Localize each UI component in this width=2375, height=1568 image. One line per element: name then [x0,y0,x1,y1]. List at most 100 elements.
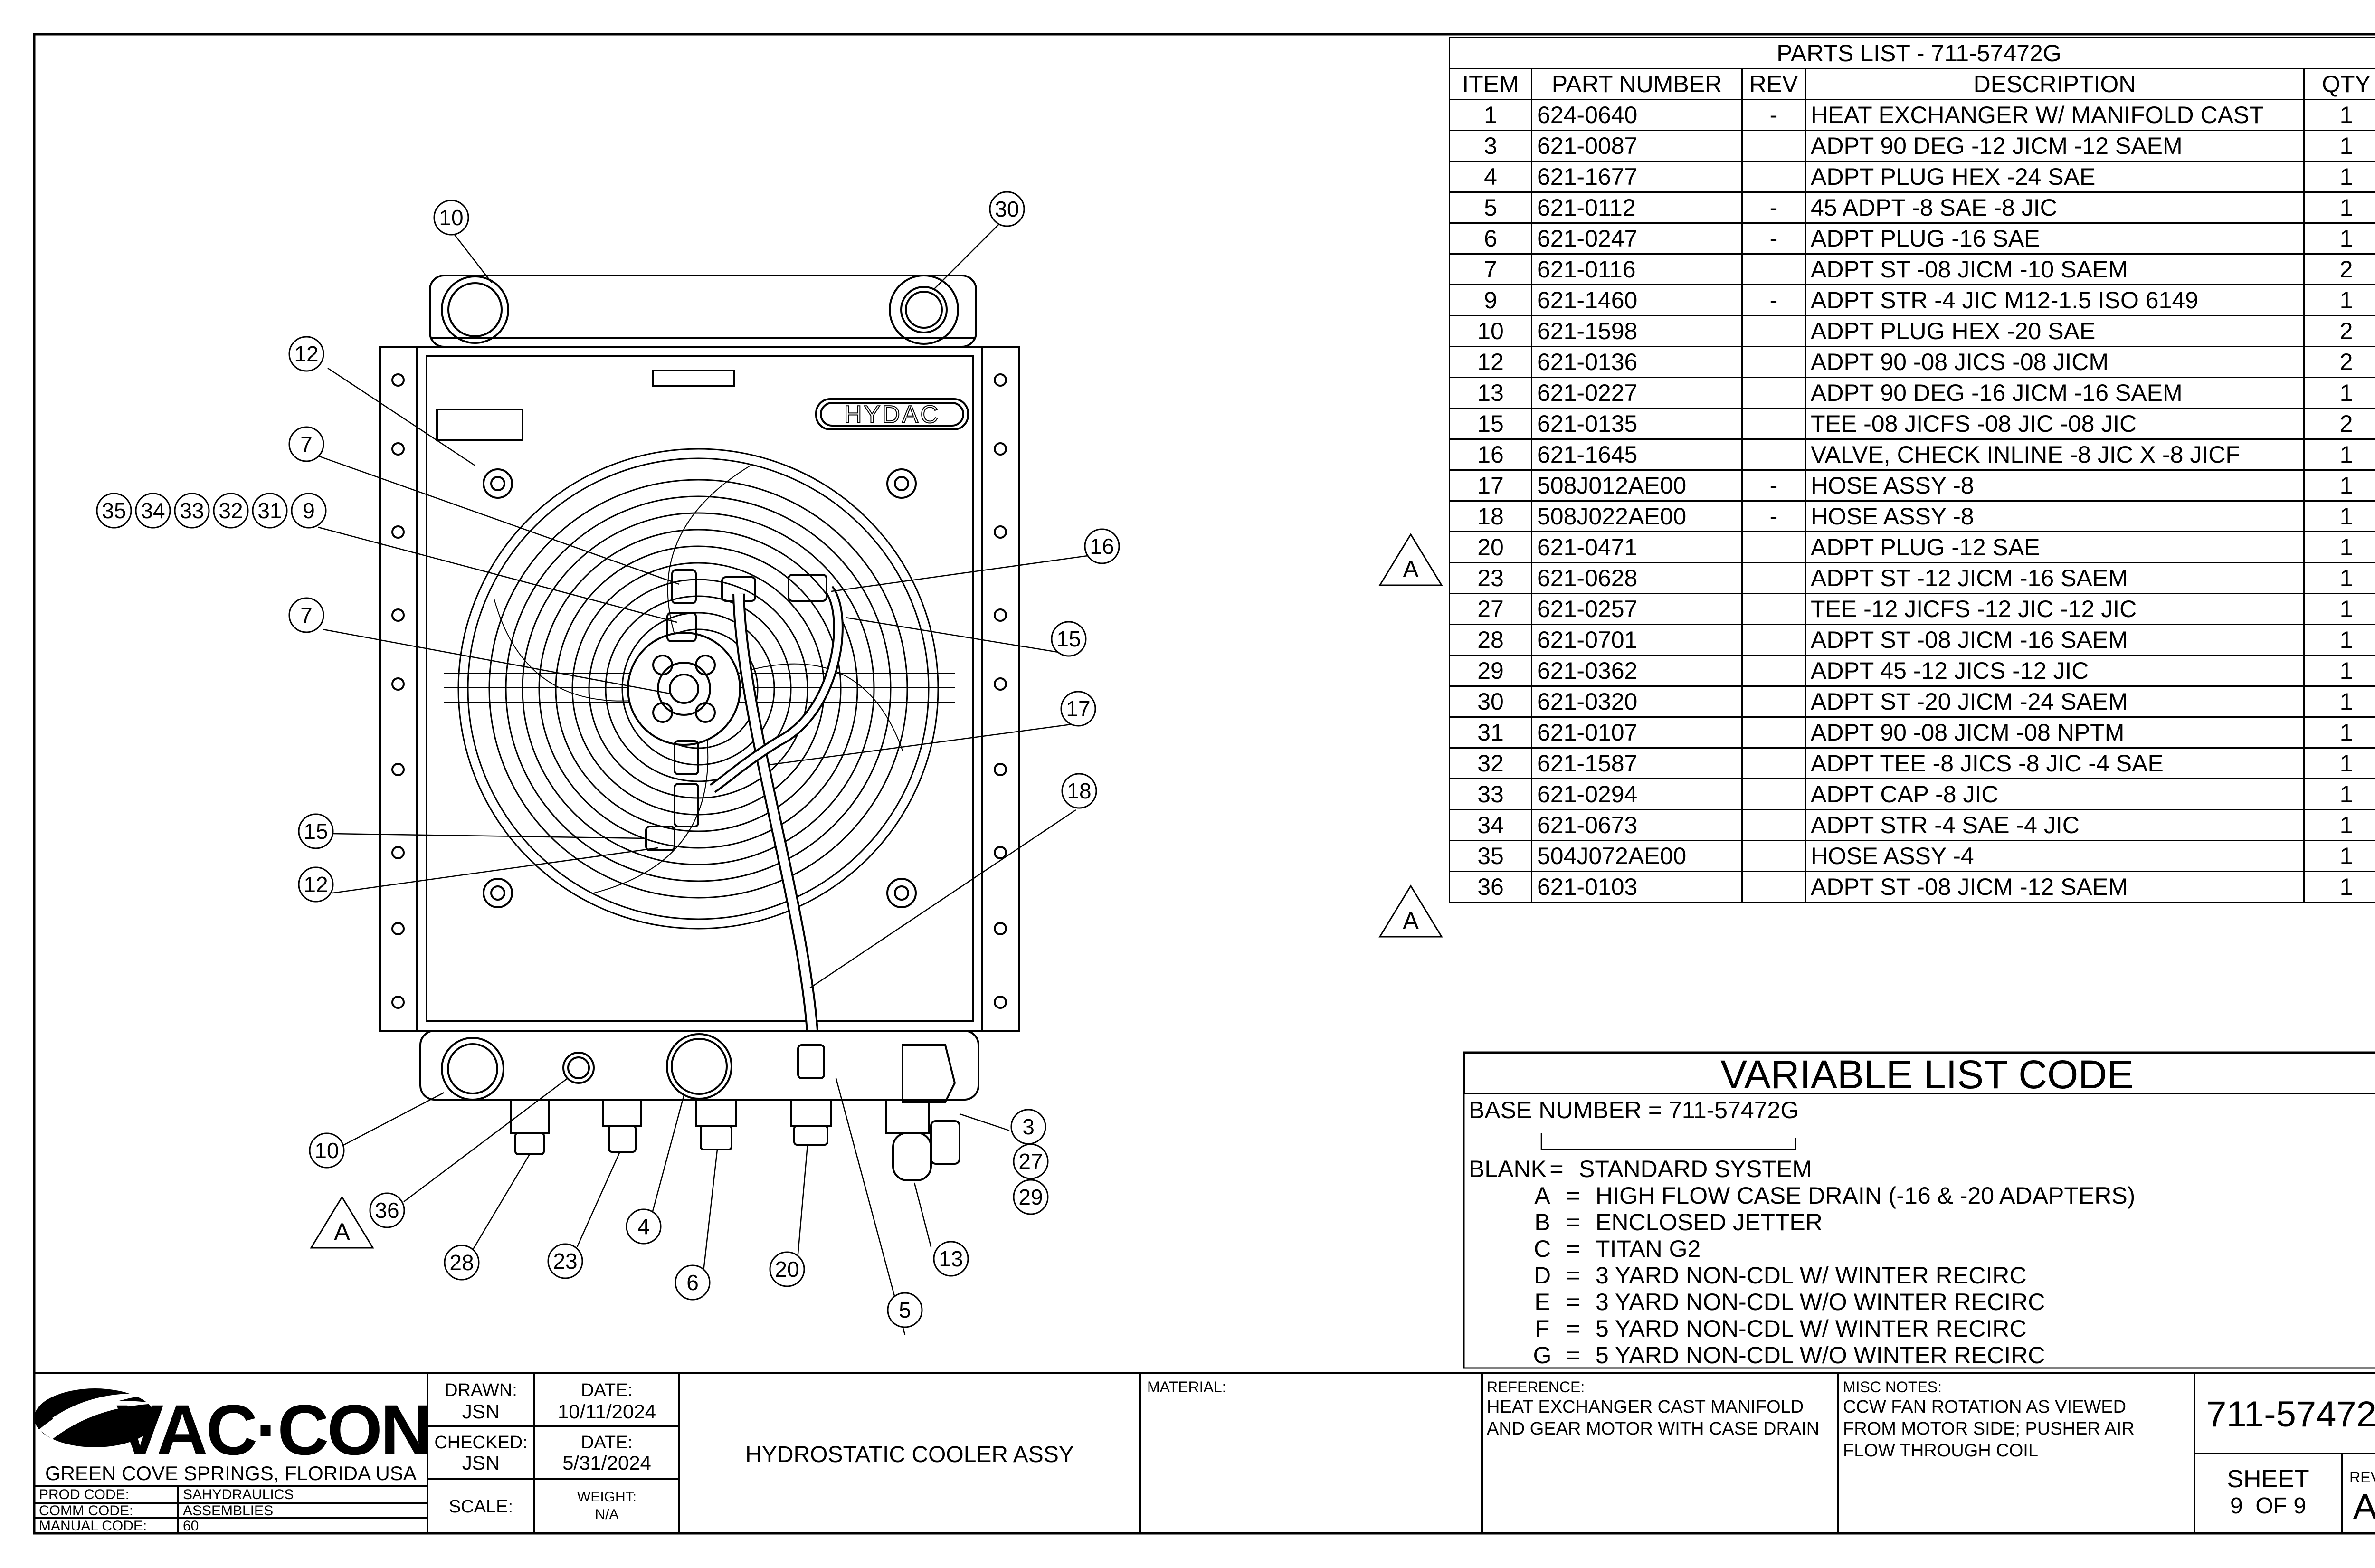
variable-code: D [1533,1262,1551,1289]
balloon-label: 7 [300,603,313,627]
row-item: 9 [1449,284,1532,316]
variable-code: BLANK [1469,1156,1547,1182]
variable-list-box: VARIABLE LIST CODE BASE NUMBER = 711-574… [1464,1052,2375,1368]
variable-entry: F=5 YARD NON-CDL W/ WINTER RECIRC [1528,1315,2027,1342]
row-description: ADPT 90 DEG -16 JICM -16 SAEM [1805,377,2305,409]
balloon-circle [288,426,324,462]
balloon-circle [887,1292,923,1328]
reference-line-2: AND GEAR MOTOR WITH CASE DRAIN [1487,1419,1820,1439]
row-qty: 1 [2303,685,2375,718]
balloon-circle [174,493,210,529]
row-qty: 1 [2303,747,2375,779]
balloon-label: 36 [375,1198,399,1223]
company-location: GREEN COVE SPRINGS, FLORIDA USA [45,1462,417,1484]
balloon-circle [213,493,249,529]
manual-code-label: MANUAL CODE: [39,1518,147,1534]
row-item: 33 [1449,778,1532,810]
variable-entry: A=HIGH FLOW CASE DRAIN (-16 & -20 ADAPTE… [1528,1182,2135,1209]
parts-list-header-row: ITEM PART NUMBER REV DESCRIPTION QTY [1449,68,2375,100]
fan-brand-text: HYDAC [844,401,940,428]
row-item: 29 [1449,655,1532,687]
weight-label: WEIGHT: [577,1489,636,1505]
drawn-label: DRAWN: [445,1380,517,1400]
balloon-circle [96,493,132,529]
balloon-circle [291,493,327,529]
row-rev: - [1741,469,1806,502]
row-description: VALVE, CHECK INLINE -8 JIC X -8 JICF [1805,438,2305,471]
row-description: ADPT TEE -8 JICS -8 JIC -4 SAE [1805,747,2305,779]
balloon-label: 9 [303,498,315,523]
rev-value: A [2353,1487,2375,1527]
row-rev [1741,161,1806,193]
row-qty: 1 [2303,809,2375,841]
row-item: 15 [1449,408,1532,440]
balloon-label: 27 [1018,1149,1043,1174]
balloon-circle [933,1241,969,1277]
row-qty: 1 [2303,562,2375,594]
row-rev: - [1741,191,1806,224]
row-rev [1741,624,1806,656]
row-rev [1741,871,1806,903]
row-description: ADPT CAP -8 JIC [1805,778,2305,810]
row-description: ADPT ST -08 JICM -12 SAEM [1805,871,2305,903]
balloon-label: 30 [995,197,1019,221]
comm-code-label: COMM CODE: [39,1503,133,1519]
rev-flag-1: A [1403,556,1419,582]
parts-list-title-row: PARTS LIST - 711-57472G [1449,37,2375,69]
row-item: 28 [1449,624,1532,656]
balloon-circle [1084,528,1120,564]
row-item: 34 [1449,809,1532,841]
row-part-number: 621-0673 [1531,809,1743,841]
row-description: HEAT EXCHANGER W/ MANIFOLD CAST [1805,99,2305,131]
row-item: 30 [1449,685,1532,718]
weight-value: N/A [595,1507,619,1522]
variable-equals: = [1566,1262,1580,1289]
variable-code: E [1534,1289,1550,1315]
row-item: 6 [1449,222,1532,255]
row-item: 4 [1449,161,1532,193]
balloon-label: 29 [1018,1185,1043,1209]
row-item: 17 [1449,469,1532,502]
row-description: ADPT 90 -08 JICM -08 NPTM [1805,716,2305,749]
balloon-label: 35 [102,498,126,523]
row-description: HOSE ASSY -4 [1805,840,2305,872]
row-description: 45 ADPT -8 SAE -8 JIC [1805,191,2305,224]
variable-entry: B=ENCLOSED JETTER [1528,1209,1823,1235]
balloon-circle [135,493,171,529]
row-rev [1741,531,1806,563]
row-item: 10 [1449,315,1532,347]
row-part-number: 621-0628 [1531,562,1743,594]
misc-note-line-2: FROM MOTOR SIDE; PUSHER AIR [1843,1419,2135,1439]
checked-date-value: 5/31/2024 [562,1452,651,1474]
row-part-number: 621-0471 [1531,531,1743,563]
row-part-number: 508J022AE00 [1531,500,1743,532]
variable-code: B [1534,1209,1550,1235]
drawn-value: JSN [462,1400,500,1423]
row-rev [1741,747,1806,779]
row-part-number: 621-0107 [1531,716,1743,749]
row-item: 36 [1449,871,1532,903]
balloon-label: 10 [314,1138,339,1163]
row-qty: 2 [2303,408,2375,440]
variable-code: A [1534,1182,1550,1209]
row-part-number: 621-0087 [1531,130,1743,162]
row-rev [1741,809,1806,841]
balloon-label: 17 [1066,696,1090,721]
base-number-bracket [1540,1133,1796,1150]
variable-equals: = [1549,1156,1564,1182]
variable-equals: = [1566,1289,1580,1315]
row-part-number: 621-1677 [1531,161,1743,193]
row-qty: 2 [2303,315,2375,347]
drawing-title: HYDROSTATIC COOLER ASSY [745,1442,1074,1467]
row-rev [1741,593,1806,625]
balloon-circle [1051,621,1087,657]
